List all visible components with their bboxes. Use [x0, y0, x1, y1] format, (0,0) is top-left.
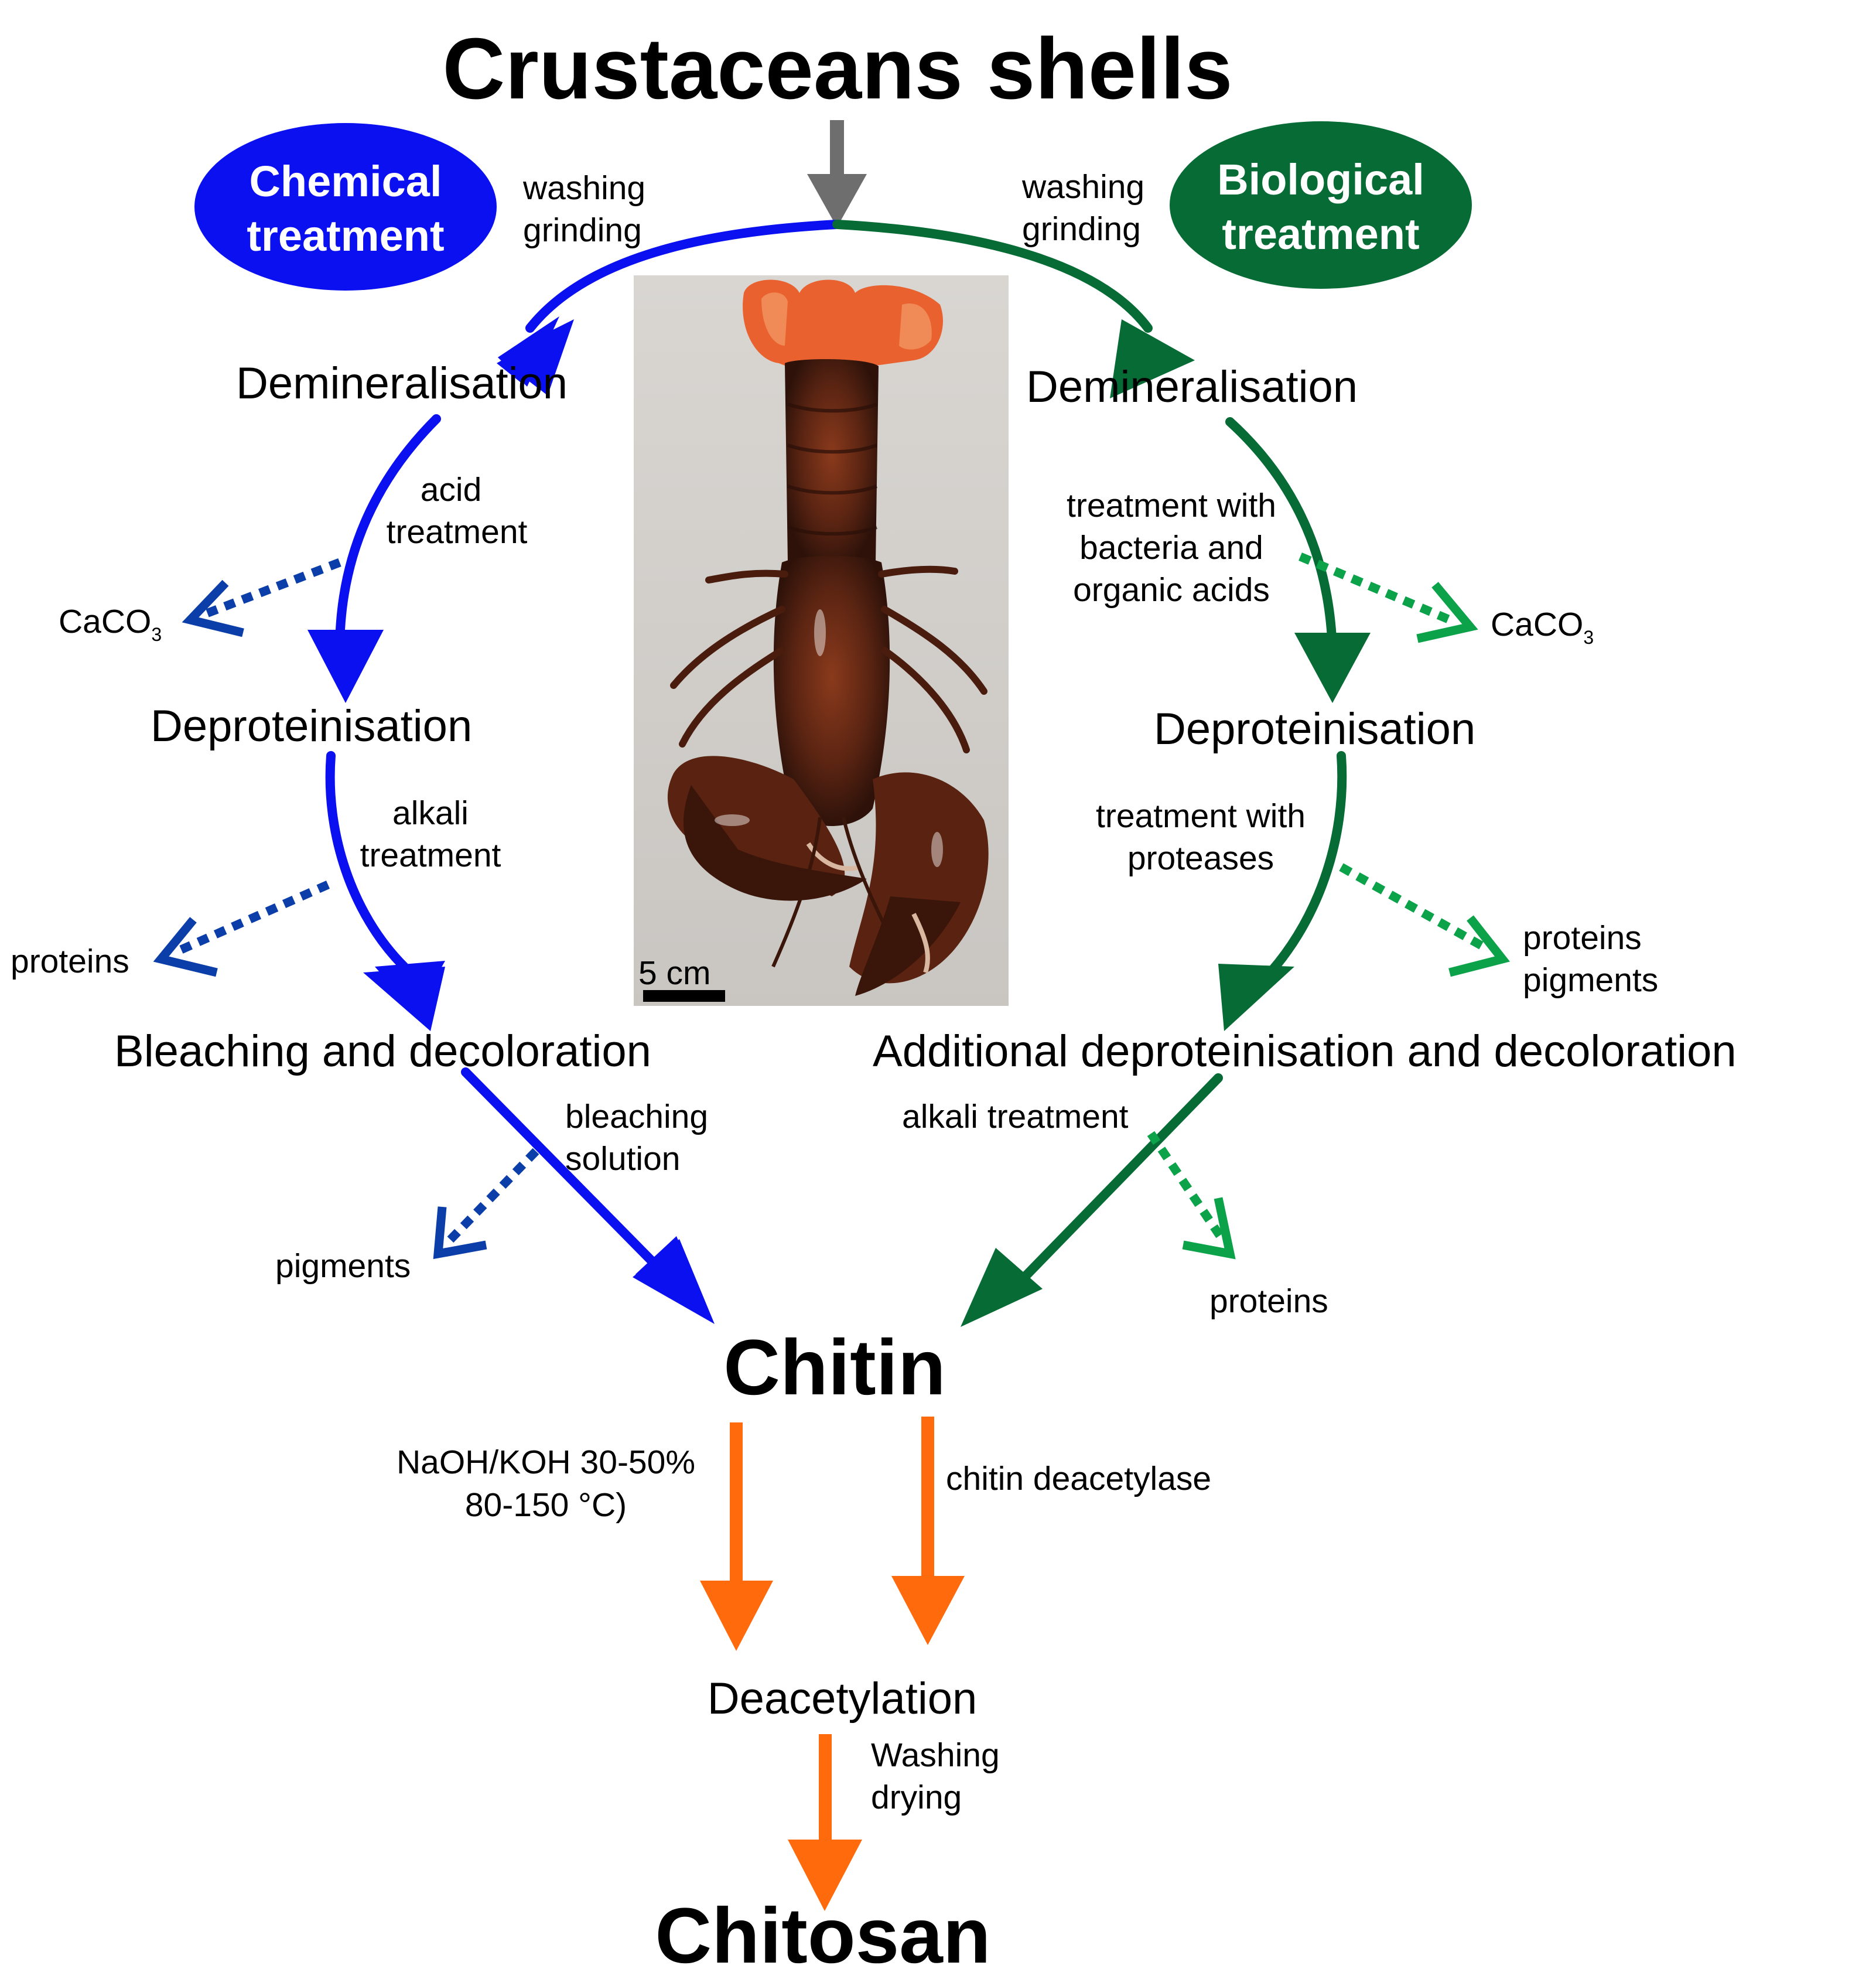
biological-byproduct-arrows — [1147, 552, 1511, 1260]
chemical-byproduct-proteins: proteins — [11, 943, 129, 980]
chitosan-label: Chitosan — [655, 1892, 990, 1979]
chemical-pre-line1: washing — [522, 169, 645, 207]
biological-treatment-oval: Biological treatment — [1170, 121, 1472, 289]
biological-byproduct-line2: pigments — [1523, 961, 1658, 999]
lobster-illustration — [667, 279, 989, 996]
biological-byproduct-caco3: CaCO3 — [1491, 606, 1594, 648]
biological-step2-line1: treatment with — [1096, 797, 1306, 835]
chemical-byproduct-arrows — [153, 558, 539, 1260]
deacetylation-chemical-line2: 80-150 °C) — [465, 1486, 627, 1524]
chemical-step1-line2: treatment — [387, 513, 528, 551]
lobster-photo: 5 cm — [634, 275, 1009, 1006]
chemical-step3-line2: solution — [565, 1140, 680, 1178]
post-line2: drying — [871, 1779, 962, 1816]
biological-stage-additional: Additional deproteinisation and decolora… — [873, 1026, 1737, 1076]
biological-label-line2: treatment — [1222, 210, 1419, 258]
chemical-step1-line1: acid — [421, 471, 482, 509]
biological-byproduct-proteins: proteins — [1209, 1282, 1328, 1320]
chemical-step2-line2: treatment — [360, 837, 501, 874]
chemical-step3-line1: bleaching — [565, 1098, 708, 1135]
biological-step1-line2: bacteria and — [1079, 529, 1263, 567]
deacetylation-chemical-line1: NaOH/KOH 30-50% — [397, 1444, 695, 1481]
input-arrow — [807, 120, 867, 227]
biological-step2-line2: proteases — [1127, 840, 1274, 877]
deacetylation-enzymatic: chitin deacetylase — [946, 1460, 1211, 1497]
chitin-label: Chitin — [723, 1324, 946, 1411]
biological-stage-demineralisation: Demineralisation — [1026, 362, 1358, 412]
chemical-stage-deproteinisation: Deproteinisation — [151, 701, 472, 751]
biological-byproduct-line1: proteins — [1523, 919, 1642, 957]
deacetylation-stage: Deacetylation — [708, 1674, 978, 1724]
deacetylation-arrows — [700, 1417, 965, 1651]
chemical-stage-bleaching: Bleaching and decoloration — [114, 1026, 651, 1076]
post-line1: Washing — [871, 1736, 1000, 1774]
biological-pre-line2: grinding — [1022, 210, 1141, 248]
biological-step1-line3: organic acids — [1073, 571, 1270, 609]
biological-arrowheads-main — [961, 319, 1371, 1327]
biological-step3: alkali treatment — [902, 1098, 1129, 1135]
biological-stage-deproteinisation: Deproteinisation — [1154, 704, 1475, 754]
chemical-byproduct-pigments: pigments — [275, 1247, 411, 1285]
chemical-byproduct-caco3: CaCO3 — [59, 603, 162, 645]
biological-step1-line1: treatment with — [1067, 487, 1276, 524]
biological-label-line1: Biological — [1217, 155, 1424, 204]
chemical-step2-line1: alkali — [392, 794, 469, 832]
chemical-pre-line2: grinding — [523, 211, 642, 249]
biological-main-arc — [832, 220, 1347, 1299]
chemical-arrowheads-main — [307, 319, 715, 1324]
chemical-treatment-oval: Chemical treatment — [194, 123, 497, 291]
title: Crustaceans shells — [442, 21, 1232, 117]
scale-bar — [643, 990, 725, 1002]
scale-label: 5 cm — [638, 954, 711, 992]
chemical-label-line2: treatment — [247, 211, 444, 260]
final-arrow — [788, 1734, 862, 1911]
chemical-main-arc — [325, 220, 842, 1282]
chemical-stage-demineralisation: Demineralisation — [236, 359, 568, 408]
biological-pre-line1: washing — [1021, 168, 1144, 206]
chemical-label-line1: Chemical — [249, 157, 442, 206]
